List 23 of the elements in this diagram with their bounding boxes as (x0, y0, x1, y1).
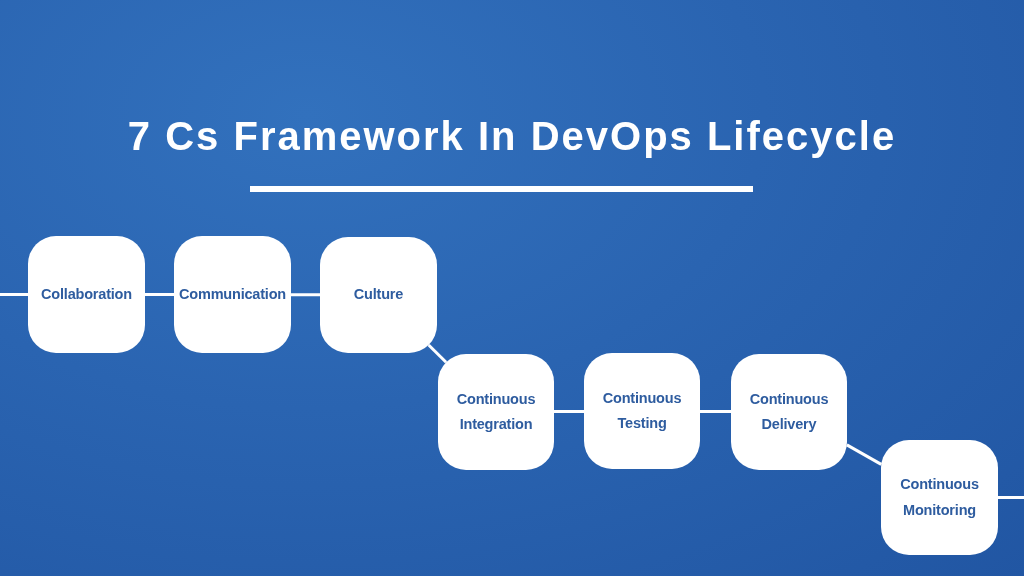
process-box (731, 354, 847, 470)
connector-line (554, 409, 584, 414)
connector-line (145, 293, 174, 296)
box-label: Continuous Testing (601, 388, 683, 433)
connector-line (846, 443, 882, 466)
box-label: Continuous Monitoring (899, 475, 980, 520)
connector-line (998, 496, 1024, 499)
box-label: Collaboration (41, 284, 132, 304)
box-label: Communication (179, 284, 286, 304)
box-label: Continuous Integration (455, 389, 537, 434)
box-label: Continuous Delivery (748, 389, 830, 434)
title: 7 Cs Framework In DevOps Lifecycle (127, 113, 897, 160)
process-box (881, 440, 998, 555)
process-box (320, 237, 437, 353)
box-label: Culture (353, 285, 404, 305)
process-box (438, 354, 554, 470)
process-box (28, 236, 145, 353)
connector-line (291, 293, 320, 297)
process-box (174, 236, 291, 353)
connector-line (0, 293, 28, 296)
connector-line (427, 343, 448, 364)
process-box (584, 353, 700, 469)
connector-line (700, 409, 731, 414)
